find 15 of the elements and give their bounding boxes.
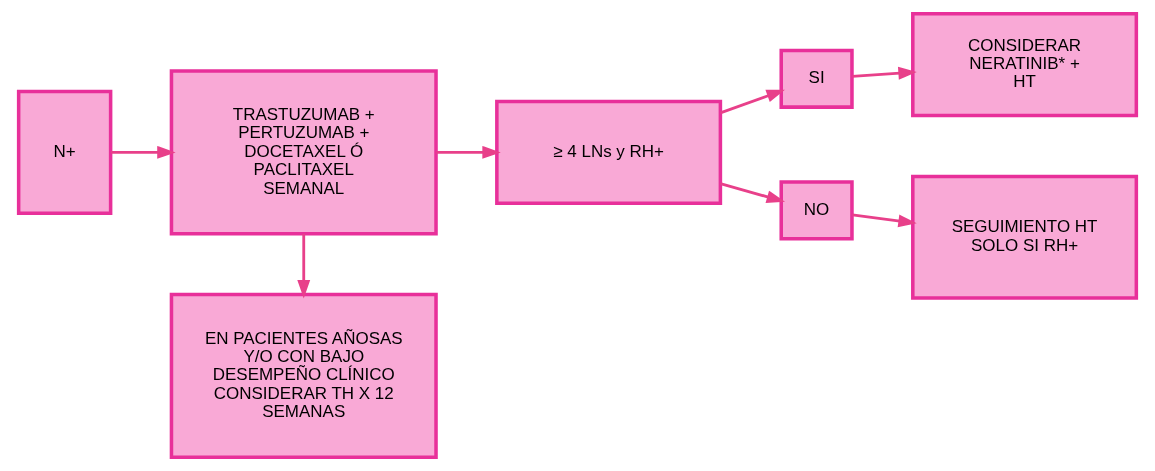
- node-box: SI: [779, 48, 854, 109]
- node-box: SEGUIMIENTO HT SOLO SI RH+: [911, 174, 1139, 300]
- node-box: EN PACIENTES AÑOSAS Y/O CON BAJO DESEMPEÑO CLÍNICO CONSIDERAR TH X 12 SEMANAS: [169, 292, 438, 460]
- node-box: N+: [16, 89, 113, 215]
- arrow: [720, 182, 786, 204]
- arrow: [297, 233, 311, 299]
- node-box: CONSIDERAR NERATINIB* + HT: [911, 11, 1139, 118]
- node-box: NO: [779, 180, 854, 241]
- node-box: ≥ 4 LNs y RH+: [495, 99, 723, 206]
- node-box: TRASTUZUMAB + PERTUZUMAB + DOCETAXEL Ó PACLITAXEL SEMANAL: [169, 69, 438, 236]
- arrow: [111, 145, 176, 159]
- arrow: [719, 89, 785, 115]
- arrow: [852, 66, 917, 80]
- arrow: [852, 213, 917, 228]
- arrow: [436, 145, 501, 159]
